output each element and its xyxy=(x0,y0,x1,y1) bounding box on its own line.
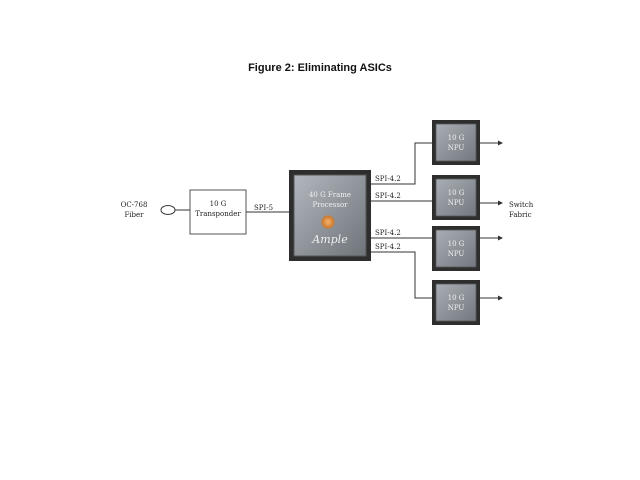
npu-face-2 xyxy=(435,178,477,217)
npu-3-label-1: 10 G xyxy=(448,240,465,248)
link-label-4: SPI-4.2 xyxy=(375,243,401,251)
npu-1-label-1: 10 G xyxy=(448,134,465,142)
fiber-connector-icon xyxy=(160,205,176,215)
npu-3-label-2: NPU xyxy=(448,250,465,258)
arrowhead-icon-1 xyxy=(498,140,503,146)
npu-4-label-2: NPU xyxy=(448,304,465,312)
processor-label-1: 40 G Frame xyxy=(309,191,351,199)
npu-face-1 xyxy=(435,123,477,162)
fiber-label-2: Fiber xyxy=(124,211,144,219)
processor-face xyxy=(293,174,367,257)
switch-label-1: Switch xyxy=(509,201,534,209)
arrowhead-icon-3 xyxy=(498,235,503,241)
link-label-2: SPI-4.2 xyxy=(375,192,401,200)
transponder-label-2: Transponder xyxy=(195,210,241,218)
npu-face-3 xyxy=(435,229,477,268)
spi5-label: SPI-5 xyxy=(254,204,273,212)
npu-2-label-1: 10 G xyxy=(448,189,465,197)
figure-title: Figure 2: Eliminating ASICs xyxy=(248,62,392,74)
link-label-1: SPI-4.2 xyxy=(375,175,401,183)
npu-face-4 xyxy=(435,283,477,322)
npu-4-label-1: 10 G xyxy=(448,294,465,302)
fiber-label-1: OC-768 xyxy=(121,201,148,209)
processor-label-2: Processor xyxy=(312,201,348,209)
switch-label-2: Fabric xyxy=(509,211,532,219)
link-line-npu-1 xyxy=(371,142,432,185)
processor-brand: Ample xyxy=(311,233,348,246)
link-label-3: SPI-4.2 xyxy=(375,229,401,237)
link-line-npu-4 xyxy=(371,251,432,299)
npu-output-arrows xyxy=(480,140,503,301)
transponder-label-1: 10 G xyxy=(210,200,227,208)
npu-1-label-2: NPU xyxy=(448,144,465,152)
arrowhead-icon-2 xyxy=(498,200,503,206)
arrowhead-icon-4 xyxy=(498,295,503,301)
processor-core-icon xyxy=(321,215,335,229)
npu-2-label-2: NPU xyxy=(448,199,465,207)
